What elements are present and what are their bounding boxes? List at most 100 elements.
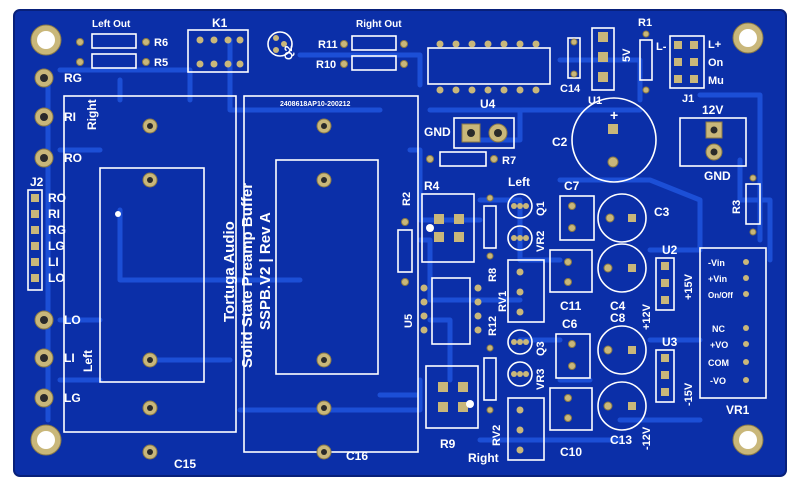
r2-label: R2	[401, 192, 413, 206]
vr2-label: VR2	[535, 231, 547, 252]
c2-label: C2	[552, 135, 568, 149]
v5-label: 5V	[621, 48, 633, 62]
top-right-components: C14 U1 5V R1	[560, 17, 653, 107]
c6-label: C6	[562, 317, 578, 331]
board-edge	[13, 9, 787, 477]
j1-label: J1	[682, 93, 694, 105]
q2-label: Q2	[283, 45, 295, 60]
top-left-components: Left Out R6 R5 K1 Q2 R11 R10 Right Out	[76, 16, 408, 73]
mounting-hole-br	[732, 424, 764, 456]
j1-mu-label: Mu	[708, 75, 724, 87]
pad-label-ro: RO	[64, 151, 82, 165]
j2-pin-ro: RO	[48, 191, 66, 205]
left-side-label: Left	[81, 350, 95, 372]
c2-capacitor: + C2	[552, 97, 657, 183]
c15-label: C15	[174, 457, 196, 471]
r7-label: R7	[502, 155, 516, 167]
u2-label: U2	[662, 243, 678, 257]
c14-label: C14	[560, 83, 581, 95]
j2-header: J2 RO RI RG LG LI LO	[27, 175, 66, 291]
left-mid-label: Left	[508, 175, 530, 189]
n15-label: -15V	[683, 382, 695, 406]
vr1-module: -Vin +Vin On/Off NC +VO COM -VO VR1	[699, 247, 767, 417]
c11-label: C11	[560, 299, 582, 313]
p15-label: +15V	[683, 273, 695, 300]
u5-ic: U5	[403, 277, 482, 345]
r5-label: R5	[154, 57, 168, 69]
vr1-pin-nc: NC	[712, 324, 725, 334]
board-title-line1: Tortuga Audio	[221, 221, 238, 322]
c10-label: C10	[560, 445, 582, 459]
vr1-pin-vo-pos: +VO	[710, 340, 728, 350]
pad-label-rg: RG	[64, 71, 82, 85]
right-bottom-label: Right	[468, 451, 499, 465]
c13-label: C13	[610, 433, 632, 447]
r3-resistor: R3	[731, 174, 761, 236]
vr1-pin-vin-pos: +Vin	[708, 274, 727, 284]
c4-label: C4	[610, 299, 626, 313]
vr3-label: VR3	[535, 369, 547, 390]
middle-resistors: R8 R12	[483, 194, 499, 414]
j2-label: J2	[30, 175, 44, 189]
q1-label: Q1	[535, 201, 547, 216]
power-terminal-12v: 12V GND	[679, 103, 747, 183]
mounting-hole-tr	[732, 22, 764, 54]
r8-label: R8	[487, 268, 499, 282]
rv-trimmers: RV1 RV2 Right	[468, 259, 545, 465]
pad-label-li: LI	[64, 351, 75, 365]
u3-label: U3	[662, 335, 678, 349]
vr1-pin-com: COM	[708, 358, 729, 368]
board-title-line3: SSPB.V2 | Rev A	[257, 212, 274, 330]
left-connector-pads: RG RI RO LO LI LG	[34, 68, 82, 408]
j1-lminus-label: L-	[656, 41, 667, 53]
mounting-hole-tl	[30, 24, 62, 56]
j2-pin-lg: LG	[48, 239, 65, 253]
left-out-label: Left Out	[92, 19, 131, 30]
v12-label: 12V	[702, 103, 723, 117]
c2-plus-mark: +	[610, 107, 618, 123]
n12-label: -12V	[641, 426, 653, 450]
u4-label: U4	[480, 97, 496, 111]
mounting-holes	[30, 22, 764, 456]
p12-label: +12V	[641, 303, 653, 330]
r9-label: R9	[440, 437, 456, 451]
j2-pin-rg: RG	[48, 223, 66, 237]
film-capacitors: C7 C11 C6 C10	[549, 179, 595, 459]
right-out-label: Right Out	[356, 19, 402, 30]
large-component-pads	[115, 118, 332, 460]
right-side-label: Right	[85, 99, 99, 130]
vr1-label: VR1	[726, 403, 750, 417]
c16-label: C16	[346, 449, 368, 463]
c8-label: C8	[610, 311, 626, 325]
r4-label: R4	[424, 179, 440, 193]
rv1-label: RV1	[497, 291, 509, 312]
pad-label-ri: RI	[64, 110, 76, 124]
j1-lplus-label: L+	[708, 39, 721, 51]
r4-trimmer: R4	[421, 179, 475, 263]
electrolytic-capacitors: C3 C4 C8 C13	[597, 193, 670, 447]
j2-pin-li: LI	[48, 255, 59, 269]
regulators: U2 +15V +12V U3 -15V -12V	[641, 243, 695, 450]
large-outline-boxes: 2408618AP10-200212	[63, 95, 419, 453]
rotated-silkscreen: Right Left Tortuga Audio Solid State Pre…	[81, 99, 274, 372]
r6-label: R6	[154, 37, 168, 49]
pad-label-lo: LO	[64, 313, 81, 327]
vr1-pin-vo-neg: -VO	[710, 376, 726, 386]
j1-on-label: On	[708, 57, 724, 69]
q3-label: Q3	[535, 341, 547, 356]
vr1-pin-vin-neg: -Vin	[708, 258, 725, 268]
gnd-terminal: GND R7	[424, 117, 516, 167]
r10-label: R10	[316, 59, 336, 71]
r9-trimmer: R9	[425, 365, 479, 451]
j2-pin-ri: RI	[48, 207, 60, 221]
transistors: Left Q1 VR2 Q3 VR3	[507, 175, 547, 390]
r12-label: R12	[487, 316, 499, 336]
c7-label: C7	[564, 179, 580, 193]
r11-label: R11	[318, 39, 338, 51]
serial-label: 2408618AP10-200212	[280, 101, 351, 108]
gnd-top-label: GND	[424, 125, 451, 139]
j1-header: L- L+ On Mu J1	[656, 35, 724, 105]
board-title-line2: Solid State Preamp Buffer	[239, 183, 256, 368]
mounting-hole-bl	[30, 424, 62, 456]
